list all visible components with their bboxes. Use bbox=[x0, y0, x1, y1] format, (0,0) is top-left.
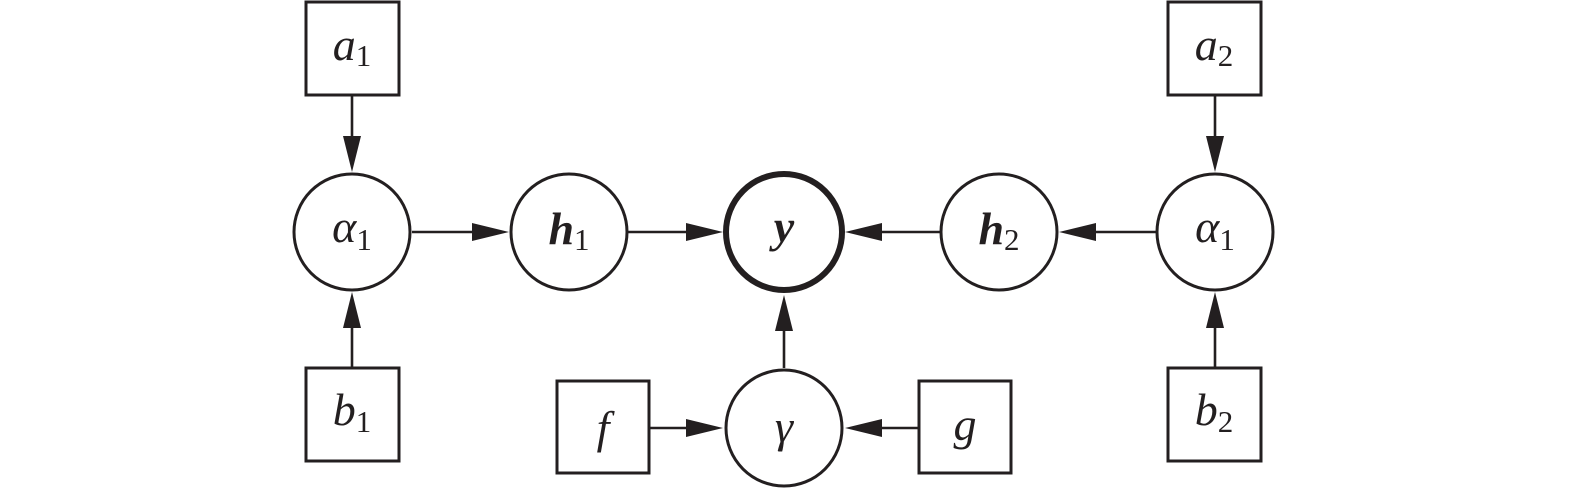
circle-alpha-right-label: α1 bbox=[1195, 201, 1235, 257]
box-node-a2: a2 bbox=[1166, 0, 1263, 97]
circle-h2-label: h2 bbox=[978, 203, 1019, 257]
circle-y-shape bbox=[723, 171, 845, 293]
circle-h2-shape bbox=[939, 172, 1059, 292]
box-a2-sub: 2 bbox=[1218, 38, 1234, 73]
circle-h1-main: h bbox=[548, 203, 574, 254]
circle-node-gamma: γ bbox=[724, 368, 844, 488]
box-a1-label: a1 bbox=[333, 19, 372, 73]
arrowhead-gamma-to-y bbox=[775, 295, 793, 331]
arrowhead-alpha-left-to-h1 bbox=[472, 223, 509, 241]
circle-h2-main: h bbox=[978, 203, 1004, 254]
circle-alpha-right-shape bbox=[1155, 172, 1275, 292]
box-a1-shape bbox=[304, 0, 401, 97]
edges bbox=[343, 95, 1224, 437]
box-a1-main: a bbox=[333, 19, 356, 70]
box-node-b2: b2 bbox=[1166, 366, 1263, 463]
circle-h1-shape bbox=[509, 172, 629, 292]
box-b2-sub: 2 bbox=[1218, 404, 1234, 439]
arrowhead-h2-to-y bbox=[845, 223, 882, 241]
circle-gamma-label: γ bbox=[775, 401, 795, 452]
circle-node-h1: h1 bbox=[509, 172, 629, 292]
circle-node-y: y bbox=[723, 171, 845, 293]
box-b1-shape bbox=[304, 366, 401, 463]
box-b1-label: b1 bbox=[333, 384, 372, 439]
arrowhead-alpha-right-to-h2 bbox=[1059, 223, 1096, 241]
box-b1-sub: 1 bbox=[356, 404, 372, 439]
box-b2-label: b2 bbox=[1195, 384, 1234, 439]
circle-h2-sub: 2 bbox=[1004, 222, 1020, 257]
circle-alpha-right-sub: 1 bbox=[1219, 222, 1235, 257]
box-b1-main: b bbox=[333, 384, 356, 435]
circle-y-main: y bbox=[769, 201, 795, 252]
circle-node-h2: h2 bbox=[939, 172, 1059, 292]
box-a2-label: a2 bbox=[1195, 19, 1234, 73]
box-a2-shape bbox=[1166, 0, 1263, 97]
box-node-g: g bbox=[917, 379, 1013, 475]
box-f-shape bbox=[555, 379, 651, 475]
box-node-f: f bbox=[555, 379, 651, 475]
box-a1-sub: 1 bbox=[356, 38, 372, 73]
arrowhead-a1-to-alpha-left bbox=[343, 136, 361, 172]
box-g-label: g bbox=[954, 399, 977, 450]
circle-alpha-right-main: α bbox=[1195, 201, 1220, 252]
box-g-shape bbox=[917, 379, 1013, 475]
circle-alpha-left-sub: 1 bbox=[356, 222, 372, 257]
circle-alpha-left-shape bbox=[292, 172, 412, 292]
circle-h1-label: h1 bbox=[548, 203, 589, 257]
arrowhead-h1-to-y bbox=[686, 223, 723, 241]
arrowhead-b2-to-alpha-right bbox=[1206, 292, 1224, 328]
circle-gamma-main: γ bbox=[775, 401, 795, 452]
circle-node-alpha-left: α1 bbox=[292, 172, 412, 292]
circle-node-alpha-right: α1 bbox=[1155, 172, 1275, 292]
circle-h1-sub: 1 bbox=[574, 222, 590, 257]
box-g-main: g bbox=[954, 399, 977, 450]
box-node-a1: a1 bbox=[304, 0, 401, 97]
box-b2-shape bbox=[1166, 366, 1263, 463]
arrowhead-a2-to-alpha-right bbox=[1206, 136, 1224, 172]
circle-gamma-shape bbox=[724, 368, 844, 488]
arrowhead-f-to-gamma bbox=[686, 419, 723, 437]
circle-alpha-left-main: α bbox=[332, 201, 357, 252]
arrowhead-g-to-gamma bbox=[845, 419, 882, 437]
circle-y-label: y bbox=[769, 201, 795, 252]
circle-alpha-left-label: α1 bbox=[332, 201, 372, 257]
box-a2-main: a bbox=[1195, 19, 1218, 70]
arrowhead-b1-to-alpha-left bbox=[343, 292, 361, 328]
box-node-b1: b1 bbox=[304, 366, 401, 463]
box-b2-main: b bbox=[1195, 384, 1218, 435]
